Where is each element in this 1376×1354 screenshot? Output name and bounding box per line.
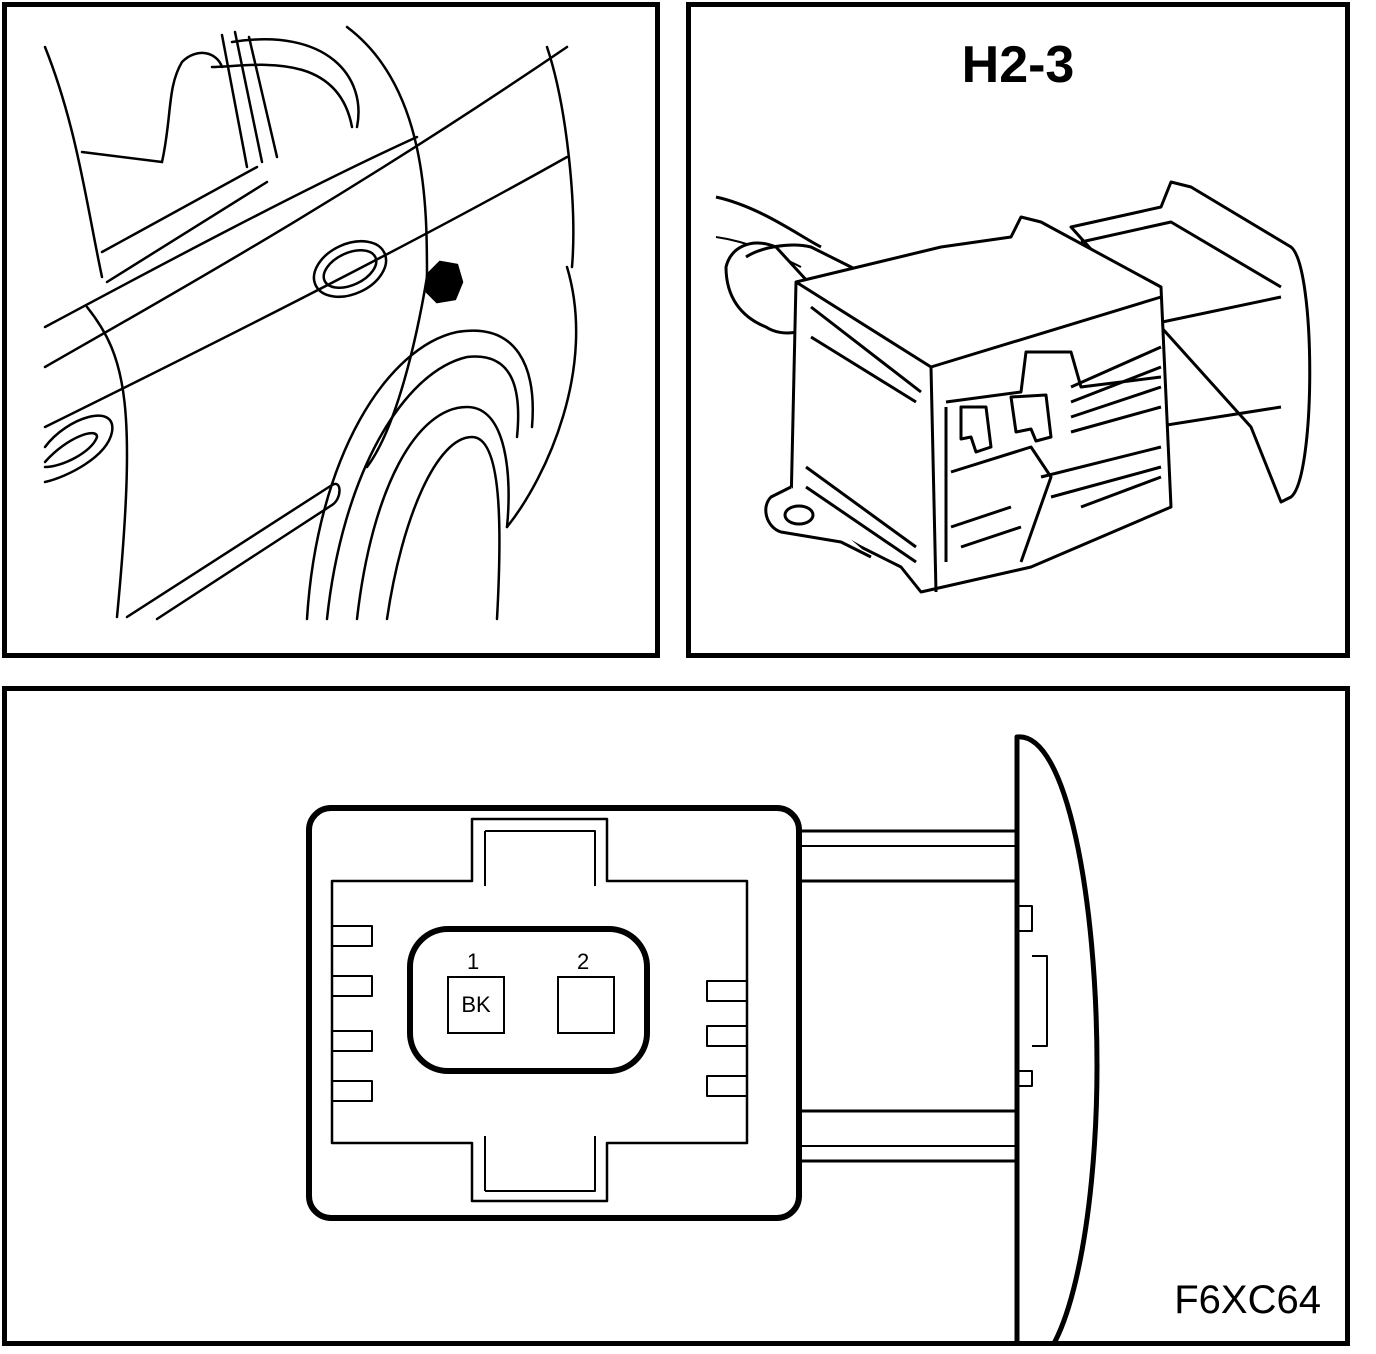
- connector-face-panel: 1 BK 2 F6XC64: [2, 686, 1350, 1346]
- connector-location-dot-icon: [425, 260, 464, 304]
- connector-title: H2-3: [961, 36, 1075, 94]
- connector-face-drawing: [306, 734, 1100, 1341]
- vehicle-location-panel: [2, 2, 660, 658]
- pin-1-cavity: BK: [447, 976, 505, 1034]
- connector-view-panel: H2-3: [686, 2, 1350, 658]
- pin-2-number: 2: [577, 949, 590, 974]
- figure-code: F6XC64: [1174, 1278, 1321, 1322]
- vehicle-side-line-drawing: [43, 25, 578, 621]
- pin-1-number: 1: [467, 949, 480, 974]
- pin-2-cavity: [557, 976, 615, 1034]
- connector-isometric-drawing: [715, 180, 1312, 594]
